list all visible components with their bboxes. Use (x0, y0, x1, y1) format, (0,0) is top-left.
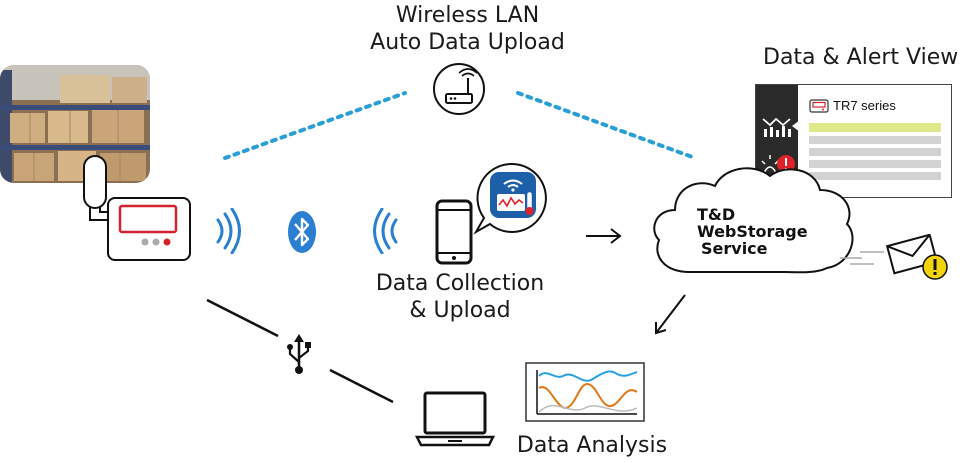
mail-alert-icon (840, 234, 948, 280)
alert-view-label: Data & Alert View (763, 45, 959, 70)
bluetooth-icon (288, 211, 316, 253)
tr7-series-label: TR7 series (833, 98, 896, 113)
table-row (809, 148, 941, 156)
selected-pointer-icon (792, 117, 804, 135)
arrow-to-analysis (655, 294, 686, 335)
data-logger-icon (83, 155, 191, 261)
thermometer-app-icon (473, 162, 547, 235)
tr7-logger-icon (809, 99, 829, 113)
arrow-to-cloud (586, 228, 622, 244)
usb-link-lower (329, 368, 394, 404)
wlan-link-right (516, 91, 697, 160)
highlight-row (809, 123, 941, 132)
wireless-signal-icon (373, 208, 398, 254)
table-row (809, 136, 941, 144)
wlan-link-left (223, 91, 407, 160)
cloud-line-1: T&D (697, 205, 736, 224)
data-collection-label: Data Collection & Upload (375, 271, 545, 323)
laptop-icon (415, 391, 495, 447)
wireless-lan-label: Wireless LAN Auto Data Upload (370, 3, 565, 55)
data-analysis-label: Data Analysis (516, 433, 668, 458)
router-icon (433, 63, 485, 115)
table-row (809, 172, 941, 180)
usb-icon (287, 334, 311, 374)
warehouse-photo (0, 65, 150, 183)
table-row (809, 160, 941, 168)
cloud-line-2: WebStorage (697, 222, 808, 241)
cloud-line-3: Service (701, 239, 768, 258)
cloud-icon (653, 167, 854, 274)
cloud-service-title: T&D WebStorage Service (697, 206, 808, 257)
smartphone-icon (435, 199, 473, 265)
wireless-signal-icon (216, 208, 241, 254)
graph-icon (525, 362, 645, 422)
chart-icon (762, 117, 791, 137)
usb-link-upper (206, 298, 279, 338)
